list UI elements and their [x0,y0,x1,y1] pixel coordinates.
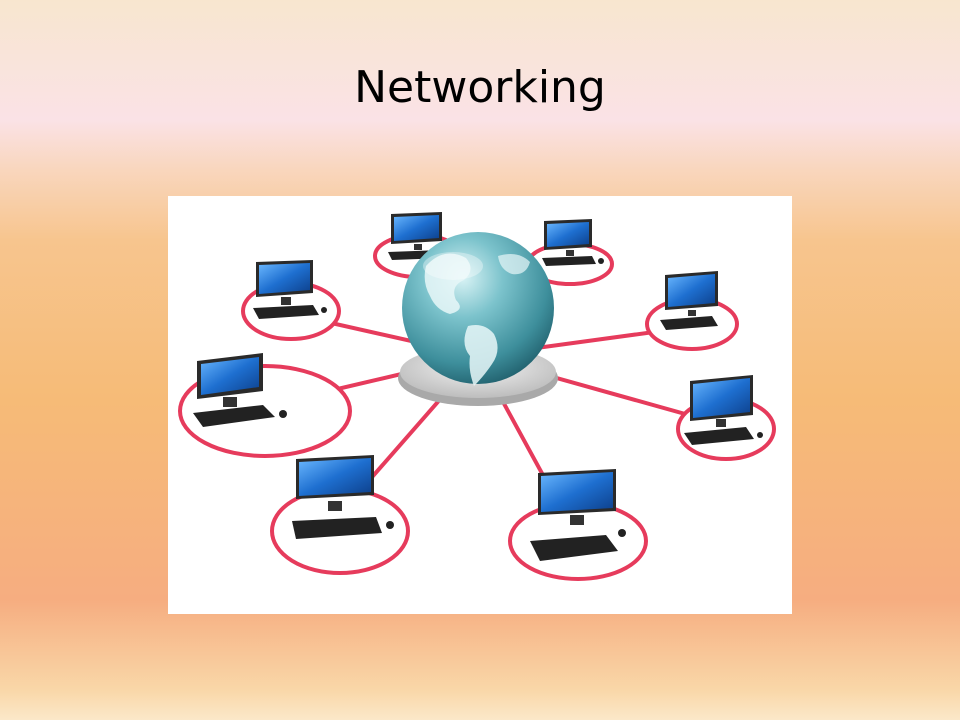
computer-node [241,260,341,341]
computer-node [645,271,739,351]
globe-hub [398,232,558,406]
computer-icon [530,469,626,561]
computer-icon [388,212,446,260]
computer-icon [660,271,718,330]
computer-icon [292,455,394,539]
computer-node [676,375,776,461]
computer-icon [193,353,287,427]
network-illustration [168,196,792,614]
globe-icon [402,232,554,386]
network-diagram [178,212,776,581]
computer-icon [684,375,763,445]
computer-node [526,219,614,286]
slide-title: Networking [354,62,606,113]
computer-icon [253,260,327,319]
computer-icon [542,219,604,266]
computer-node [178,353,352,458]
computer-node [508,469,648,581]
computer-node [270,455,410,575]
